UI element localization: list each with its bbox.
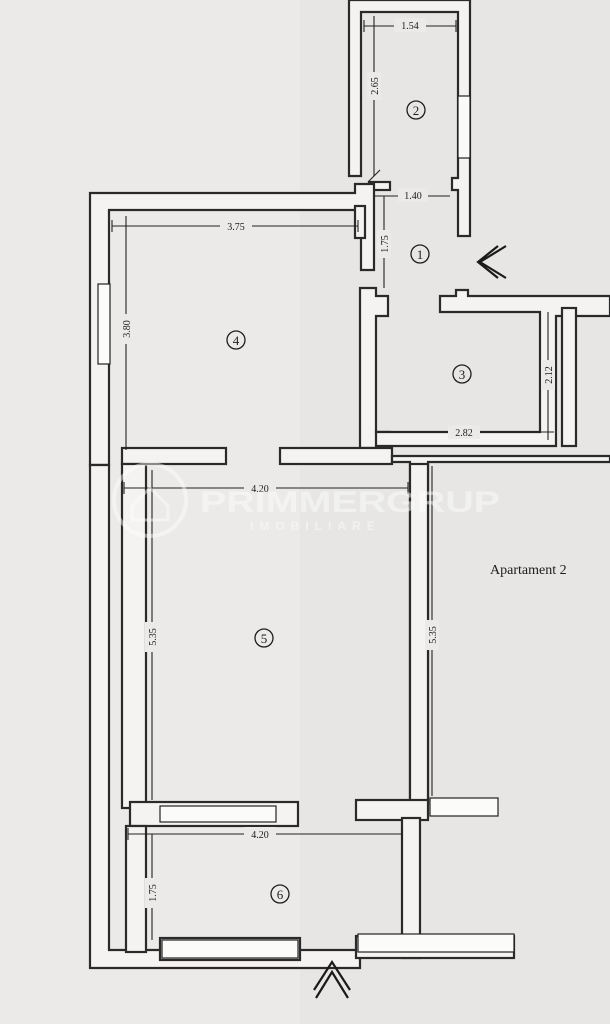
dim-room1-width: 1.40	[404, 191, 422, 202]
dim-room2-length: 2.65	[370, 77, 381, 95]
svg-text:3: 3	[459, 367, 466, 382]
dim-room1-length: 1.75	[380, 235, 391, 253]
dim-room5-width: 4.20	[251, 484, 269, 495]
room-numbers: 1 2 3 4 5 6	[226, 100, 472, 904]
svg-text:1: 1	[417, 247, 424, 262]
apartment-label: Apartament 2	[490, 563, 567, 578]
svg-text:6: 6	[277, 887, 284, 902]
window-room-4	[97, 283, 111, 365]
room-number-4: 4	[226, 330, 246, 350]
entrance-arrow-left-icon	[476, 245, 507, 279]
window-room-5	[159, 805, 277, 823]
window-bottom-right	[357, 933, 515, 953]
room-number-3: 3	[452, 364, 472, 384]
window-room-2	[457, 95, 471, 159]
svg-text:2: 2	[413, 103, 420, 118]
svg-text:5: 5	[261, 631, 268, 646]
room-number-5: 5	[254, 628, 274, 648]
dim-room4-length: 3.80	[122, 320, 133, 338]
room-number-1: 1	[410, 244, 430, 264]
dim-room3-length: 2.12	[544, 366, 555, 384]
room-number-6: 6	[270, 884, 290, 904]
watermark-logo: PRIMMERGRUP IMOBILIARE	[112, 462, 500, 538]
dim-room6-length: 1.75	[148, 884, 159, 902]
windows	[97, 95, 515, 959]
dim-room3-width: 2.82	[455, 428, 473, 439]
dim-room6-width: 4.20	[251, 830, 269, 841]
dim-room2-width: 1.54	[401, 21, 419, 32]
window-room-6	[161, 939, 299, 959]
svg-text:IMOBILIARE: IMOBILIARE	[250, 519, 381, 533]
dim-room4-width: 3.75	[227, 222, 245, 233]
dim-corridor-length: 5.35	[428, 626, 439, 644]
window-corridor-right	[429, 797, 499, 817]
dim-room5-length: 5.35	[148, 628, 159, 646]
dimension-labels: 1.54 2.65 1.40 1.75 3.75 3.80 2.12 2.82 …	[119, 18, 555, 908]
svg-text:4: 4	[233, 333, 240, 348]
room-number-2: 2	[406, 100, 426, 120]
entrance-arrow-up-icon	[313, 959, 351, 999]
svg-text:PRIMMERGRUP: PRIMMERGRUP	[200, 486, 500, 519]
